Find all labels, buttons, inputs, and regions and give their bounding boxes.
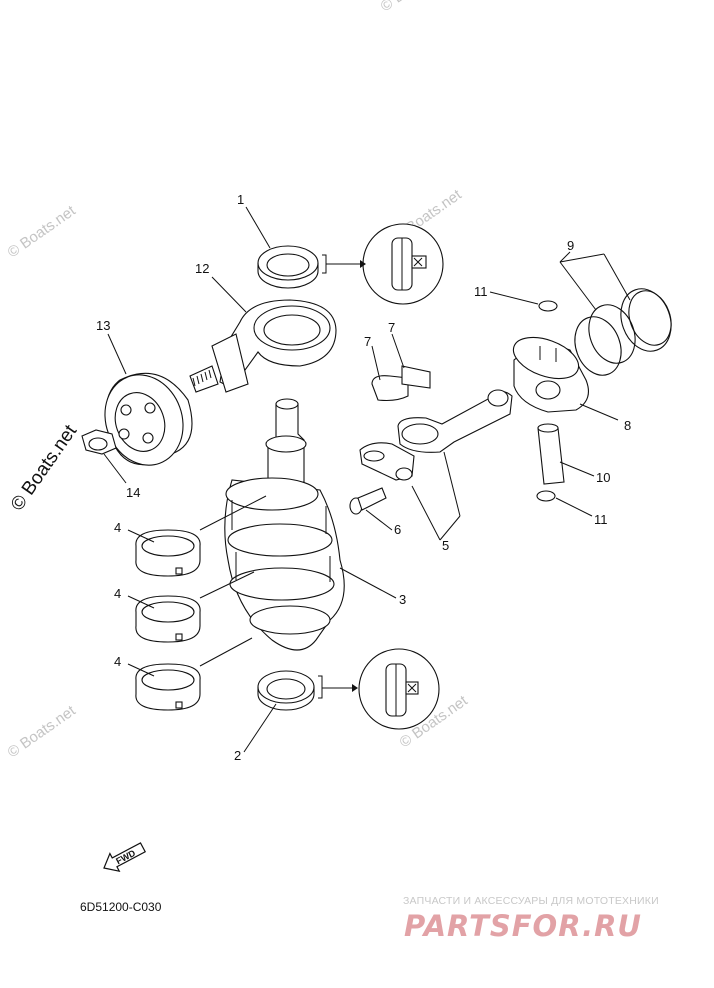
part-oil-seal-upper — [257, 245, 319, 289]
part-pulley — [104, 372, 193, 466]
part-piston-pin — [537, 423, 565, 485]
callout-6: 6 — [394, 522, 401, 537]
watermark-left-top: © Boats.net — [5, 202, 80, 261]
lubrication-inset-bottom — [318, 648, 440, 730]
callout-1: 1 — [237, 192, 244, 207]
diagram-code: 6D51200-C030 — [80, 900, 162, 914]
part-crankshaft — [224, 398, 345, 651]
callout-13: 13 — [96, 318, 110, 333]
callout-2: 2 — [234, 748, 241, 763]
watermark-left-bottom: © Boats.net — [5, 702, 80, 761]
watermark-top: © Boats.net — [378, 0, 453, 15]
callout-11b: 11 — [594, 512, 608, 527]
part-clip-upper — [538, 300, 558, 312]
part-bearing-shell-3 — [135, 663, 201, 711]
callout-4b: 4 — [114, 586, 121, 601]
callout-7a: 7 — [364, 334, 371, 349]
callout-9: 9 — [567, 238, 574, 253]
watermark-large: © Boats.net — [7, 421, 82, 515]
callout-labels: 1 2 3 4 4 4 5 6 7 7 8 9 10 11 11 12 13 1… — [96, 192, 631, 763]
part-conrod-bearing — [371, 365, 431, 402]
brand-tagline: ЗАПЧАСТИ И АКСЕССУАРЫ ДЛЯ МОТОТЕХНИКИ — [403, 895, 659, 907]
callout-14: 14 — [126, 485, 140, 500]
callout-5: 5 — [442, 538, 449, 553]
part-nut — [81, 429, 117, 455]
callout-8: 8 — [624, 418, 631, 433]
callout-3: 3 — [399, 592, 406, 607]
part-bolt — [349, 467, 413, 515]
part-clip-lower — [536, 490, 556, 502]
leader-lines — [103, 206, 631, 753]
forward-arrow-icon: FWD — [103, 842, 147, 873]
callout-11a: 11 — [474, 284, 488, 299]
part-bearing-housing — [189, 299, 337, 393]
lubrication-inset-top — [322, 223, 444, 305]
callout-4c: 4 — [114, 654, 121, 669]
brand-name: PARTSFOR.RU — [404, 909, 642, 943]
callout-10: 10 — [596, 470, 610, 485]
part-oil-seal-lower — [257, 670, 315, 711]
part-bearing-shell-2 — [135, 595, 201, 643]
part-connecting-rod — [359, 389, 513, 481]
callout-7b: 7 — [388, 320, 395, 335]
part-piston — [512, 336, 589, 413]
part-bearing-shell-1 — [135, 529, 201, 577]
callout-12: 12 — [195, 261, 209, 276]
part-piston-rings — [574, 288, 672, 376]
callout-4a: 4 — [114, 520, 121, 535]
